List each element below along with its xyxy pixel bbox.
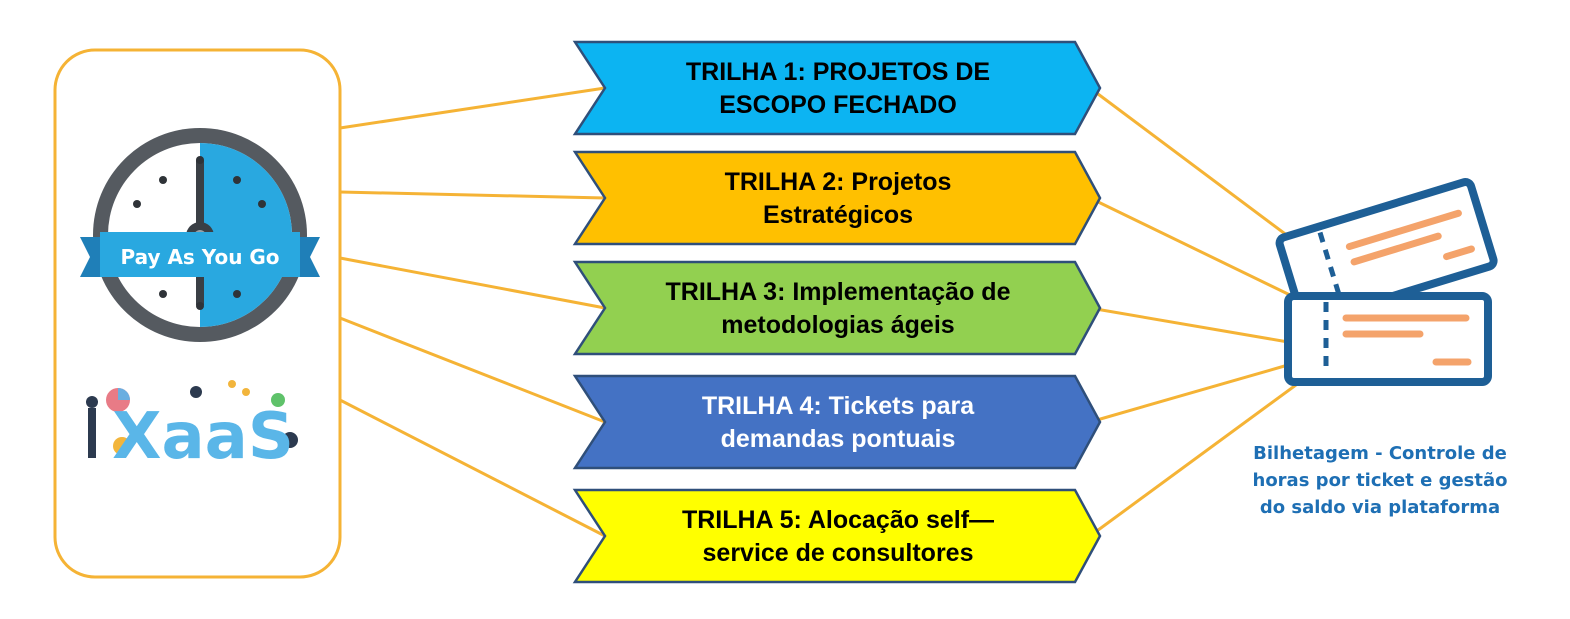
left-connectors [339,86,606,538]
track-label-line: demandas pontuais [721,425,956,453]
ticketing-caption-line: do saldo via plataforma [1259,497,1501,518]
track-arrow-shape [572,488,1102,584]
track-arrow-shape [572,40,1102,136]
track-arrow-1: TRILHA 1: PROJETOS DE ESCOPO FECHADO [572,40,1102,136]
pay-as-you-go-label: Pay As You Go [120,245,279,269]
connector-line [1089,306,1289,344]
connector-line [339,398,606,538]
track-arrow-5: TRILHA 5: Alocação self— service de consu… [572,488,1102,584]
connector-line [1089,380,1301,538]
track-label-line: TRILHA 1: PROJETOS DE [686,58,990,86]
track-label-line: ESCOPO FECHADO [719,91,957,119]
pay-as-you-go-banner: Pay As You Go [80,232,320,277]
connector-line [339,256,606,310]
track-label-line: TRILHA 3: Implementação de [666,278,1011,306]
ticketing-caption-line: Bilhetagem - Controle de [1253,443,1507,464]
track-arrow-shape [572,260,1102,356]
tickets-icon [1275,178,1498,386]
track-label-line: TRILHA 5: Alocação self— [682,506,994,534]
track-arrow-3: TRILHA 3: Implementação de metodologias á… [572,260,1102,356]
connector-line [339,86,606,130]
track-arrow-shape [572,150,1102,246]
track-label-line: service de consultores [703,539,974,567]
xaas-label: XaaS [112,400,294,474]
right-connectors [1089,86,1301,538]
track-arrow-4: TRILHA 4: Tickets para demandas pontuais [572,374,1102,470]
ticketing-caption-line: horas por ticket e gestão [1252,470,1508,491]
xaas-illustration: XaaS [86,380,298,474]
track-label-line: metodologias ágeis [721,311,954,339]
track-label-line: TRILHA 4: Tickets para [702,392,975,420]
track-label-line: TRILHA 2: Projetos [725,168,952,196]
track-arrow-shape [572,374,1102,470]
connector-line [1089,196,1291,297]
ticketing-caption: Bilhetagem - Controle de horas por ticke… [1215,440,1545,521]
connector-line [339,190,606,200]
connector-line [1089,86,1301,247]
track-label-line: Estratégicos [763,201,913,229]
connector-line [339,316,606,424]
connector-line [1089,363,1289,424]
